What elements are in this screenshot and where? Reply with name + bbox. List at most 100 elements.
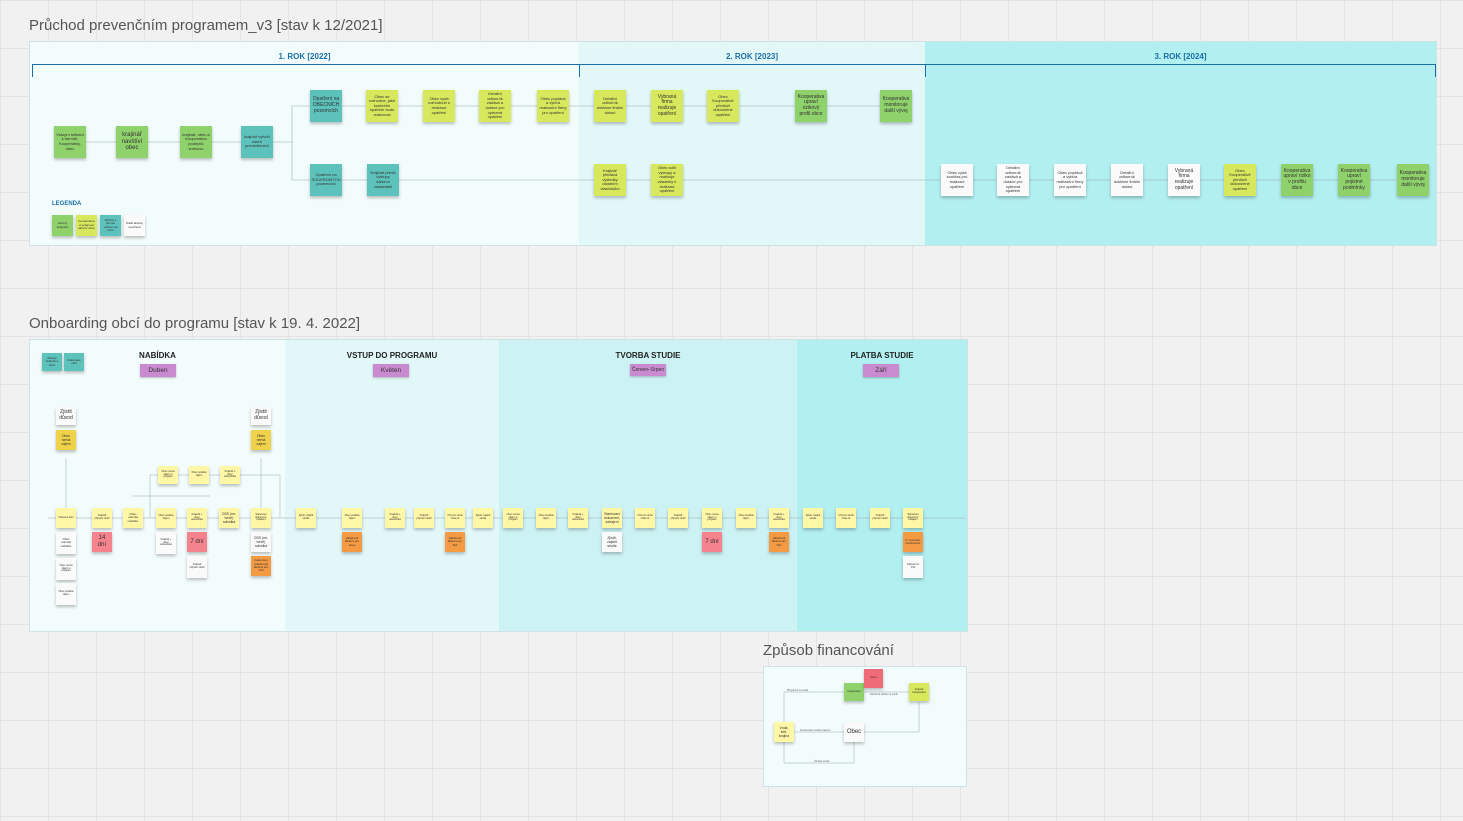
flow-note[interactable]: Obec podává zájem: [156, 508, 176, 528]
legend-item: Aktivity krajináře: [52, 215, 73, 236]
flow-note[interactable]: Obec odmítla nabídku: [123, 508, 143, 528]
frame1-board[interactable]: 1. ROK [2022] 2. ROK [2023] 3. ROK [2024…: [29, 41, 1437, 246]
flow-note[interactable]: Obec podává zájem: [736, 508, 756, 528]
obec-node[interactable]: Obec: [844, 722, 864, 742]
flow-note[interactable]: Obec poptává a vybírá realizační firmy p…: [537, 90, 569, 122]
flow-note[interactable]: Vybraná firma realizuje opatření: [1168, 164, 1200, 196]
month-badge[interactable]: Červen–Srpen: [630, 364, 666, 376]
month-badge[interactable]: Květen: [373, 364, 409, 377]
sub-note[interactable]: Krajinář připraví studii: [187, 556, 207, 578]
flow-note[interactable]: CSI pro studii čísla ok: [635, 508, 655, 528]
reason-note[interactable]: Zjistit důvod: [251, 407, 271, 425]
flow-note[interactable]: Obec podává zájem: [342, 508, 362, 528]
flow-note[interactable]: Kooperativa monitoruje další vývoj: [1397, 164, 1429, 196]
flow-note[interactable]: Kooperativa upraví riziko v profilu obce: [1281, 164, 1313, 196]
reason-note[interactable]: Zjistit důvod: [56, 407, 76, 425]
year3-bracket: [925, 64, 1436, 77]
flow-note[interactable]: Krajinář + obec odsouhlasí: [568, 508, 588, 528]
phase-title: PLATBA STUDIE: [850, 351, 914, 360]
days-note[interactable]: 7 dní: [702, 532, 722, 552]
flow-note[interactable]: Krajinář připraví studii: [870, 508, 890, 528]
month-badge[interactable]: Duben: [140, 364, 176, 377]
branch-note[interactable]: Obec podává zájem: [189, 466, 209, 484]
flow-note[interactable]: Obec nemá zájem o program: [503, 508, 523, 528]
flow-note[interactable]: Obec se rozhodne, jaké konkrétní opatřen…: [366, 90, 398, 122]
flow-note[interactable]: Obec poptává a vybírá realizační firmy p…: [1054, 164, 1086, 196]
frame3-board[interactable]: Kooperativa Grant Krajinář Kooperativa V…: [763, 666, 967, 787]
no-interest-note[interactable]: Obec nemá zájem: [56, 430, 76, 450]
flow-note[interactable]: Krajinář připraví studii: [668, 508, 688, 528]
flow-note[interactable]: Vybraná firma realizuje opatření: [651, 90, 683, 122]
days-note[interactable]: 7 dní: [187, 532, 207, 552]
invoice-note[interactable]: Fakturace (zálohová) faktura pro CSI: [251, 556, 271, 576]
flow-note[interactable]: Krajinář předá výstupy dalšímu zadavatel…: [367, 164, 399, 196]
flow-note[interactable]: Krajinář připraví studii: [92, 508, 112, 528]
flow-note[interactable]: Kooperativa upraví pojistné podmínky: [1338, 164, 1370, 196]
flow-note[interactable]: Detailní odborník dotáhne finální dotaci: [594, 90, 626, 122]
flow-note[interactable]: Kooperativa monitoruje další vývoj: [880, 90, 912, 122]
flow-note[interactable]: Obec sdílí výstupy a motivuje vlastníky …: [651, 164, 683, 196]
flow-note[interactable]: Opatření na OBECNÍCH pozemcích: [310, 90, 342, 122]
sub-note[interactable]: Obec nemá zájem o program: [56, 558, 76, 580]
flow-note[interactable]: Zjistit, zajistit studie: [473, 508, 493, 528]
sub-note[interactable]: Obec podává zájem: [56, 583, 76, 605]
legend-item: Další aktivity neurčené: [124, 215, 145, 236]
flow-note[interactable]: Kooperativa upraví rizikový profil obce: [795, 90, 827, 122]
grant-node[interactable]: Grant: [864, 669, 883, 688]
flow-note[interactable]: Obec Kooperativě předloží dokončené opat…: [1224, 164, 1256, 196]
flow-note[interactable]: krajinář, obec a Kooperativa podepíší sm…: [180, 126, 212, 158]
flow-note[interactable]: Opatření na SOUKROMÝCH pozemcích: [310, 164, 342, 196]
flow-note[interactable]: Detailní odborník zadává a dotace pro vy…: [997, 164, 1029, 196]
flow-note[interactable]: Krajinář + obec odsouhlasí: [187, 508, 207, 528]
flow-note[interactable]: CSI pro studii čísla ok: [836, 508, 856, 528]
month-badge[interactable]: Září: [863, 364, 899, 377]
flow-note[interactable]: Startovací dokument, zahájení: [602, 508, 622, 528]
flow-note[interactable]: Obec vydá souhlas pro realizaci opatření: [941, 164, 973, 196]
flow-note[interactable]: Vstupní setkání s farmáři, Kooperativy, …: [54, 126, 86, 158]
year3-label: 3. ROK [2024]: [1154, 52, 1207, 61]
flow-note[interactable]: Zjistit, zajistit studie: [296, 508, 316, 528]
flow-note[interactable]: CSI pro studii čísla ok: [445, 508, 465, 528]
flow-note[interactable]: Obec podává zájem: [536, 508, 556, 528]
edge-label: Příspěvek na studii: [787, 689, 809, 692]
legend-item: Aktivity s přímou vazbou na obce: [100, 215, 121, 236]
year2-zone: 2. ROK [2023]: [579, 42, 925, 245]
days-note[interactable]: 14 dní: [92, 532, 112, 552]
sub-note[interactable]: Faktura za CSI: [903, 556, 923, 578]
legend-item: Kooperativa a veřejnost aktivity obce: [76, 215, 97, 236]
year3-zone: 3. ROK [2024]: [925, 42, 1436, 245]
flow-note[interactable]: Oslovení obcí: [56, 508, 76, 528]
flow-note[interactable]: Detailní odborník zadává a dotace pro vy…: [479, 90, 511, 122]
branch-note[interactable]: Obec nemá zájem o program: [158, 466, 178, 484]
flow-note[interactable]: Startovací dokument, zahájení: [251, 508, 271, 528]
flow-note[interactable]: Zjistit, zajistit studie: [803, 508, 823, 528]
sub-note[interactable]: Obec odmítla nabídku: [56, 532, 76, 554]
sub-note[interactable]: CBS (ne-tvrdé) nabídka: [251, 532, 271, 552]
invoice-note[interactable]: Zálohová faktura pro ISA: [769, 532, 789, 552]
flow-note[interactable]: krajinář navštíví obec: [116, 126, 148, 158]
flow-note[interactable]: Obec vydá rozhodnutí o realizaci opatřen…: [423, 90, 455, 122]
invoice-note[interactable]: Zálohová faktura pro obec: [342, 532, 362, 552]
phase-nabidka: NABÍDKA Duben: [30, 340, 285, 631]
flow-note[interactable]: Krajinář + obec odsouhlasí: [385, 508, 405, 528]
krajinar-node[interactable]: Krajinář Kooperativa: [909, 683, 929, 701]
flow-note[interactable]: Obec nemá zájem o program: [702, 508, 722, 528]
sub-note[interactable]: Zjistit, zajistit studie: [602, 532, 622, 552]
flow-note[interactable]: CBS (ne-tvrdé) nabídka: [219, 508, 239, 528]
no-interest-note[interactable]: Obec nemá zájem: [251, 430, 271, 450]
flow-note[interactable]: Startovací dokument, zahájení: [903, 508, 923, 528]
invoice-note[interactable]: Zálohová faktura pro ISA: [445, 532, 465, 552]
invoice-note[interactable]: 3. rozpočet, doúčtování: [903, 532, 923, 552]
kooperativa-node[interactable]: Kooperativa: [844, 683, 864, 701]
edge-label: Financování studie krajinou: [800, 729, 831, 732]
flow-note[interactable]: krajinář vytvoří návrh preventivních: [241, 126, 273, 158]
flow-note[interactable]: Detailní odborník dotáhne finální dotaci: [1111, 164, 1143, 196]
sub-note[interactable]: Krajinář + obec odsouhlasí: [156, 532, 176, 554]
flow-note[interactable]: Krajinář + obec odsouhlasí: [769, 508, 789, 528]
flow-note[interactable]: Krajinář předává výsledky ostatním vlast…: [594, 164, 626, 196]
branch-note[interactable]: Krajinář + obec odsouhlasí: [220, 466, 240, 484]
flow-note[interactable]: Obec Kooperativě předloží dokončené opat…: [707, 90, 739, 122]
voda-node[interactable]: Voda, lidé, krajina: [774, 722, 794, 742]
flow-note[interactable]: Krajinář připraví studii: [414, 508, 434, 528]
frame2-board[interactable]: NABÍDKA Duben VSTUP DO PROGRAMU Květen T…: [29, 339, 968, 632]
